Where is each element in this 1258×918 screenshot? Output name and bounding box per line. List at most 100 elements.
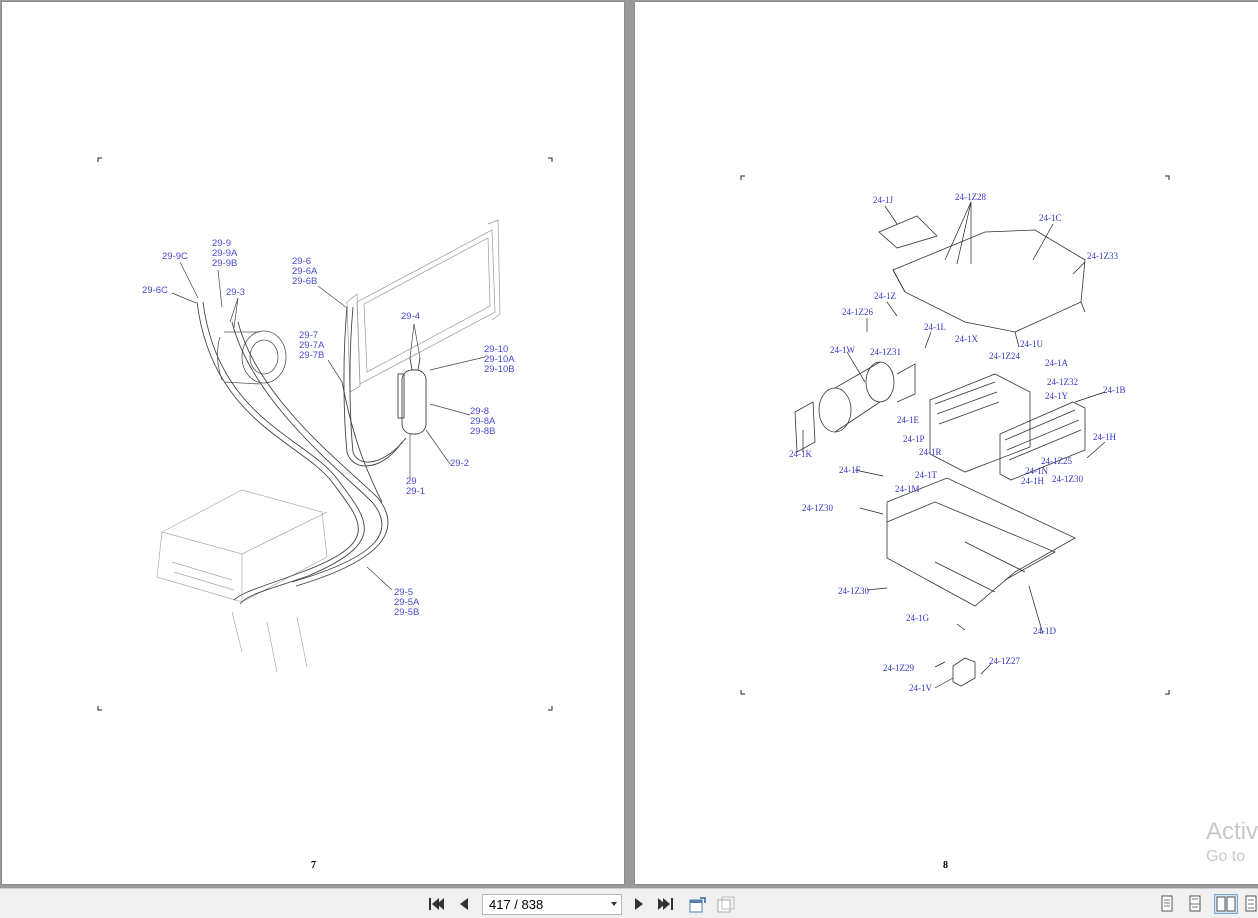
callout: 24-1L [924, 322, 946, 332]
callout: 29-10B [484, 364, 515, 375]
core-drawing [929, 373, 1086, 481]
callout: 24-1V [909, 683, 932, 693]
callout: 29-6 [292, 256, 311, 267]
callout: 29-8A [470, 416, 496, 427]
two-page-icon [1216, 896, 1236, 912]
callout: 29-6A [292, 266, 318, 277]
callout: 24-1Z31 [870, 347, 901, 357]
callout: 29-5 [394, 587, 413, 598]
callout: 24-1M [895, 484, 920, 494]
navigation-toolbar: 417 / 838 [0, 888, 1258, 918]
callout: 24-1Z24 [989, 351, 1020, 361]
callout: 24-1N [1025, 466, 1048, 476]
base-tray-drawing [886, 477, 1076, 607]
next-view-icon [717, 896, 735, 913]
diagram-hvac-unit: 24-1J 24-1Z28 24-1C 24-1Z33 24-1Z26 24-1… [740, 175, 1170, 695]
first-page-icon [429, 898, 444, 910]
callout: 24-1B [1103, 385, 1126, 395]
two-page-continuous-view-button[interactable] [1244, 894, 1258, 914]
callout: 24-1Z30 [838, 586, 869, 596]
callout: 29-8B [470, 426, 495, 437]
callout: 24-1Z30 [1052, 474, 1083, 484]
callout: 29-9B [212, 258, 237, 269]
watermark-line-2: Go to [1205, 848, 1246, 865]
callout: 24-1Z30 [802, 503, 833, 513]
callout: 24-1C [1039, 213, 1062, 223]
continuous-page-icon [1189, 895, 1201, 912]
callout: 24-1F [839, 465, 861, 475]
callout: 29-7A [299, 340, 325, 351]
callout: 29-4 [401, 311, 420, 322]
next-view-button[interactable] [716, 894, 736, 914]
callout: 24-1Z26 [842, 307, 873, 317]
hoses-drawing [196, 301, 407, 605]
callout: 29-6B [292, 276, 317, 287]
next-page-icon [635, 898, 643, 910]
cover-drawing [878, 215, 1086, 348]
bracket-drawing [952, 657, 976, 687]
leader-lines [802, 201, 1106, 689]
callout: 24-1Z27 [989, 656, 1020, 666]
first-page-button[interactable] [426, 894, 446, 914]
callout: 29-5A [394, 597, 420, 608]
heater-box-drawing [156, 489, 328, 673]
callout: 24-1X [955, 334, 978, 344]
callout: 24-1J [873, 195, 893, 205]
callout: 24-1P [903, 434, 925, 444]
two-page-continuous-icon [1245, 895, 1257, 912]
callout: 29-8 [470, 406, 489, 417]
callout: 29-6C [142, 285, 168, 296]
callout: 24-1Z28 [955, 192, 986, 202]
callout: 24-1Z [874, 291, 896, 301]
callout: 29-10A [484, 354, 515, 365]
previous-page-button[interactable] [454, 894, 474, 914]
two-page-view-button[interactable] [1214, 894, 1238, 914]
callout: 24-1D [1033, 626, 1056, 636]
callout: 24-1T [915, 470, 937, 480]
callout-labels: 24-1J 24-1Z28 24-1C 24-1Z33 24-1Z26 24-1… [789, 192, 1126, 693]
callout: 24-1Z33 [1087, 251, 1118, 261]
callout: 29-3 [226, 287, 245, 298]
callout: 24-1H [1093, 432, 1116, 442]
blower-drawing [794, 361, 916, 453]
previous-view-button[interactable] [688, 894, 708, 914]
document-viewer[interactable]: 29-9C 29-9 29-9A 29-9B 29-6C 29-3 29-6 2… [0, 0, 1258, 888]
page-number: 7 [311, 860, 316, 871]
last-page-icon [658, 898, 673, 910]
watermark-line-1: Activ [1205, 818, 1258, 845]
page-number-field[interactable]: 417 / 838 [482, 894, 622, 915]
callout: 24-1W [830, 345, 855, 355]
page-indicator: 417 / 838 [489, 897, 544, 912]
callout: 29-2 [450, 458, 469, 469]
callout: 24-1Z29 [883, 663, 914, 673]
condenser-drawing [346, 219, 501, 393]
previous-page-icon [460, 898, 468, 910]
page-number: 8 [943, 860, 948, 871]
continuous-view-button[interactable] [1185, 894, 1205, 914]
activation-watermark: Activ Go to [1206, 818, 1258, 866]
page-7: 29-9C 29-9 29-9A 29-9B 29-6C 29-3 29-6 2… [2, 2, 624, 884]
next-page-button[interactable] [629, 894, 649, 914]
callout: 24-1K [789, 449, 812, 459]
previous-view-icon [689, 897, 706, 913]
callout: 24-1R [919, 447, 942, 457]
leader-lines [171, 261, 486, 591]
last-page-button[interactable] [656, 894, 676, 914]
callout: 24-1U [1020, 339, 1043, 349]
page-8: 24-1J 24-1Z28 24-1C 24-1Z33 24-1Z26 24-1… [635, 2, 1258, 884]
chevron-down-icon[interactable] [611, 902, 617, 906]
callout: 24-1Y [1045, 391, 1068, 401]
callout: 29-9 [212, 238, 231, 249]
callout: 24-1Z32 [1047, 377, 1078, 387]
callout: 29 [406, 476, 417, 487]
callout: 29-5B [394, 607, 419, 618]
callout: 24-1E [897, 415, 919, 425]
callout: 24-1Z25 [1041, 456, 1072, 466]
callout: 24-1H [1021, 476, 1044, 486]
single-page-view-button[interactable] [1157, 894, 1177, 914]
callout: 29-7B [299, 350, 324, 361]
diagram-ac-lines: 29-9C 29-9 29-9A 29-9B 29-6C 29-3 29-6 2… [97, 157, 553, 711]
callout: 24-1A [1045, 358, 1068, 368]
single-page-icon [1161, 895, 1173, 912]
callout: 29-9C [162, 251, 188, 262]
